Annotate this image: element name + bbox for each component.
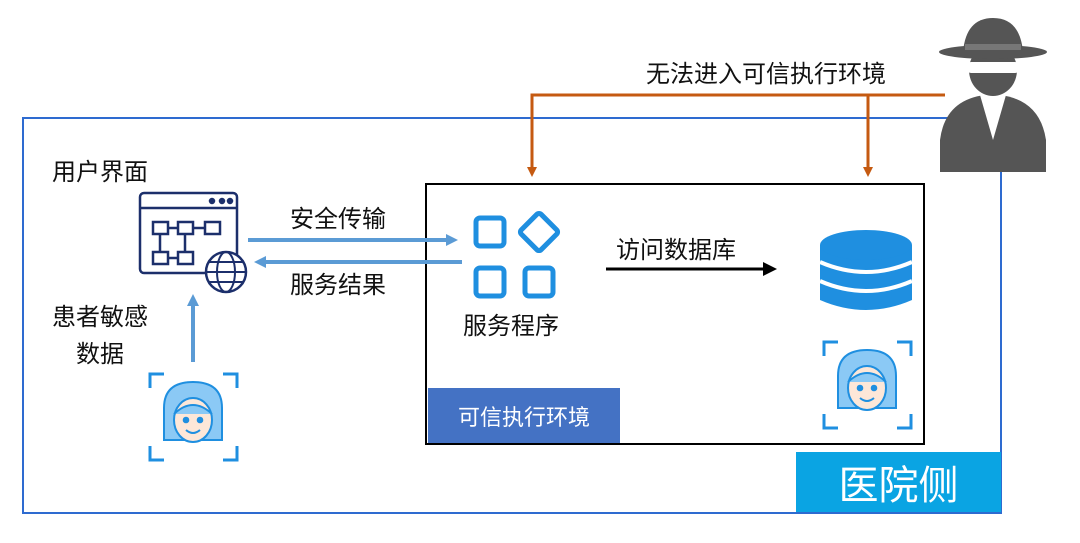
service-program-label: 服务程序 [463,312,559,340]
cannot-enter-label: 无法进入可信执行环境 [646,60,886,88]
patient-data-label-line1: 患者敏感 [52,303,148,331]
secure-transfer-label: 安全传输 [290,205,386,233]
patient-data-label-line2: 数据 [76,340,124,368]
tee-tag: 可信执行环境 [428,388,620,443]
spy-icon [939,18,1047,172]
access-db-label: 访问数据库 [616,236,736,264]
app-grid-icon [473,210,561,299]
attack-arrows [527,93,945,177]
user-interface-label: 用户界面 [52,158,148,186]
hospital-side-tag: 医院侧 [796,452,1001,512]
globe-icon [204,250,248,294]
ui-window-icon [138,191,239,275]
database-icon [819,230,913,310]
face-scan-icon [148,372,239,462]
service-result-label: 服务结果 [290,271,386,299]
hospital-frame [22,117,1002,514]
face-scan-icon [822,340,913,430]
